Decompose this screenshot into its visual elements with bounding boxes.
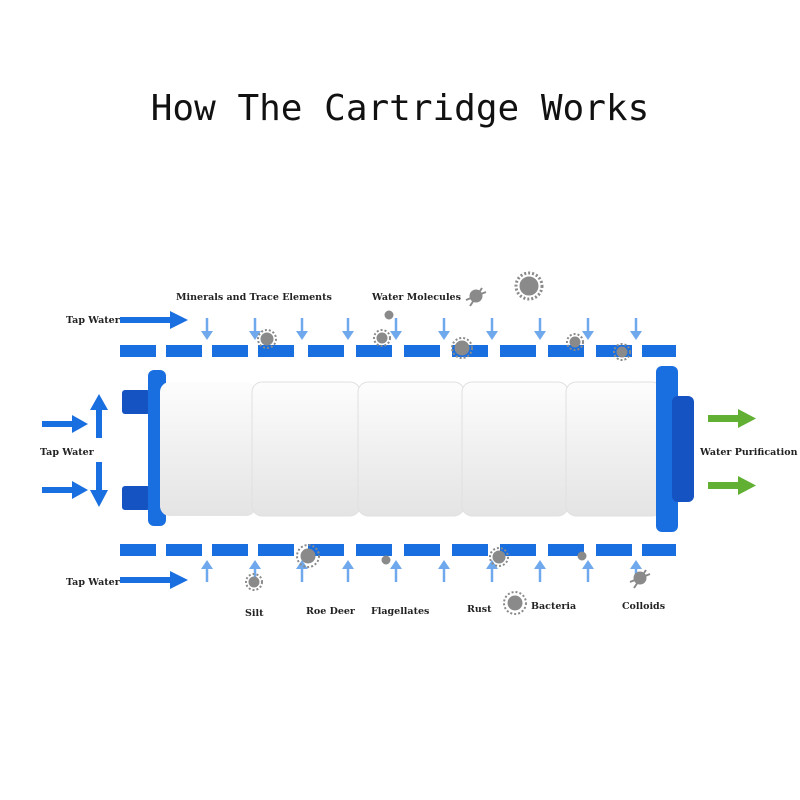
rust-label: Rust	[467, 604, 492, 615]
colloids-label: Colloids	[622, 601, 666, 612]
tap-water-label-bottom: Tap Water	[66, 577, 120, 588]
bottom-barrier	[120, 544, 676, 556]
flagellates-label: Flagellates	[371, 606, 430, 617]
top-inflow-arrows	[201, 318, 642, 340]
particle-icon	[245, 271, 651, 615]
tap-water-label-top: Tap Water	[66, 315, 120, 326]
filter-cartridge-icon	[122, 366, 694, 532]
top-barrier	[120, 345, 676, 357]
page-title: How The Cartridge Works	[150, 88, 650, 129]
tap-water-label-left: Tap Water	[40, 447, 94, 458]
water-molecules-label: Water Molecules	[372, 292, 461, 303]
tap-water-arrow-bottom	[120, 571, 188, 589]
silt-label: Silt	[245, 608, 264, 619]
tap-water-arrow-top	[120, 311, 188, 329]
bottom-inflow-arrows	[201, 560, 642, 582]
purified-arrow-icon	[708, 409, 756, 495]
bacteria-label: Bacteria	[531, 601, 577, 612]
tap-water-arrows-left	[42, 394, 108, 507]
water-purification-label: Water Purification	[700, 447, 798, 458]
roe-deer-label: Roe Deer	[306, 606, 355, 617]
minerals-label: Minerals and Trace Elements	[176, 292, 332, 303]
